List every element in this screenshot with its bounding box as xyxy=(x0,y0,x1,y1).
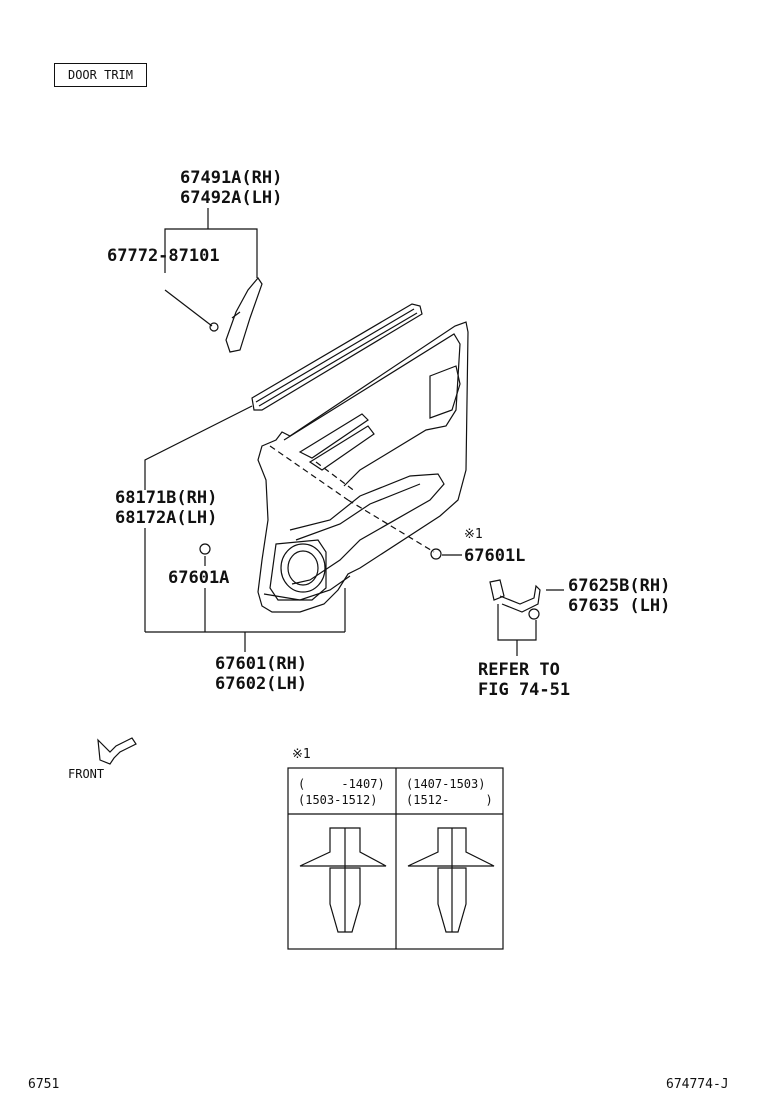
note-mark: ※1 xyxy=(464,527,483,542)
part-label-67601l: 67601L xyxy=(464,546,526,566)
pad-bracket xyxy=(489,579,505,601)
part-label-67772: 67772-87101 xyxy=(107,246,220,266)
part-label-67491a: 67491A(RH) xyxy=(180,168,283,188)
clip-67772 xyxy=(209,322,219,332)
leader-line xyxy=(164,228,258,278)
table-col1-line2: (1503-1512) xyxy=(298,793,378,807)
belt-weatherstrip-line xyxy=(258,312,418,407)
panel-lower-line xyxy=(263,575,351,601)
refer-line-1: REFER TO xyxy=(478,660,560,680)
panel-inner-line xyxy=(283,333,461,487)
pad-bracket xyxy=(499,584,541,613)
switch-base xyxy=(308,425,375,471)
part-label-67625b: 67625B(RH) xyxy=(568,576,671,596)
clip-drawing-left xyxy=(329,867,361,933)
table-col2-line2: (1512- ) xyxy=(406,793,493,807)
clip-drawing-right xyxy=(437,867,467,933)
garnish-detail xyxy=(231,311,241,319)
inside-handle xyxy=(429,365,461,419)
clip-67601l xyxy=(430,548,442,560)
speaker-grille-inner xyxy=(287,550,319,586)
clip-drawing-right xyxy=(407,827,495,867)
diagram-title: DOOR TRIM xyxy=(54,63,147,87)
table-note-mark: ※1 xyxy=(292,747,311,762)
table-col1-line1: ( -1407) xyxy=(298,777,385,791)
belt-weatherstrip-line xyxy=(255,308,415,403)
part-label-67602: 67602(LH) xyxy=(215,674,308,694)
dashed-leader xyxy=(315,461,357,493)
front-arrow xyxy=(97,737,137,765)
clip-67601a xyxy=(199,543,211,555)
dashed-leader xyxy=(269,445,349,501)
armrest-line xyxy=(295,483,421,541)
bolt-s xyxy=(528,608,540,620)
refer-line-2: FIG 74-51 xyxy=(478,680,571,700)
leader-line xyxy=(144,405,253,490)
clip-drawing-left xyxy=(299,827,387,867)
table-col2-line1: (1407-1503) xyxy=(406,777,486,791)
footer-right-code: 674774-J xyxy=(666,1077,729,1092)
part-label-67492a: 67492A(LH) xyxy=(180,188,283,208)
belt-weatherstrip xyxy=(251,303,423,411)
front-label: FRONT xyxy=(68,767,105,781)
part-label-68172a: 68172A(LH) xyxy=(115,508,218,528)
part-label-67635: 67635 (LH) xyxy=(568,596,671,616)
part-label-67601: 67601(RH) xyxy=(215,654,308,674)
dashed-leader xyxy=(347,499,435,553)
speaker-grille xyxy=(280,543,326,593)
leader-line xyxy=(164,289,213,327)
corner-garnish xyxy=(225,276,263,353)
switch-base xyxy=(298,413,369,459)
door-trim-panel xyxy=(257,321,469,613)
part-label-68171b: 68171B(RH) xyxy=(115,488,218,508)
footer-left-code: 6751 xyxy=(28,1077,60,1092)
part-label-67601a: 67601A xyxy=(168,568,230,588)
armrest xyxy=(289,473,445,585)
